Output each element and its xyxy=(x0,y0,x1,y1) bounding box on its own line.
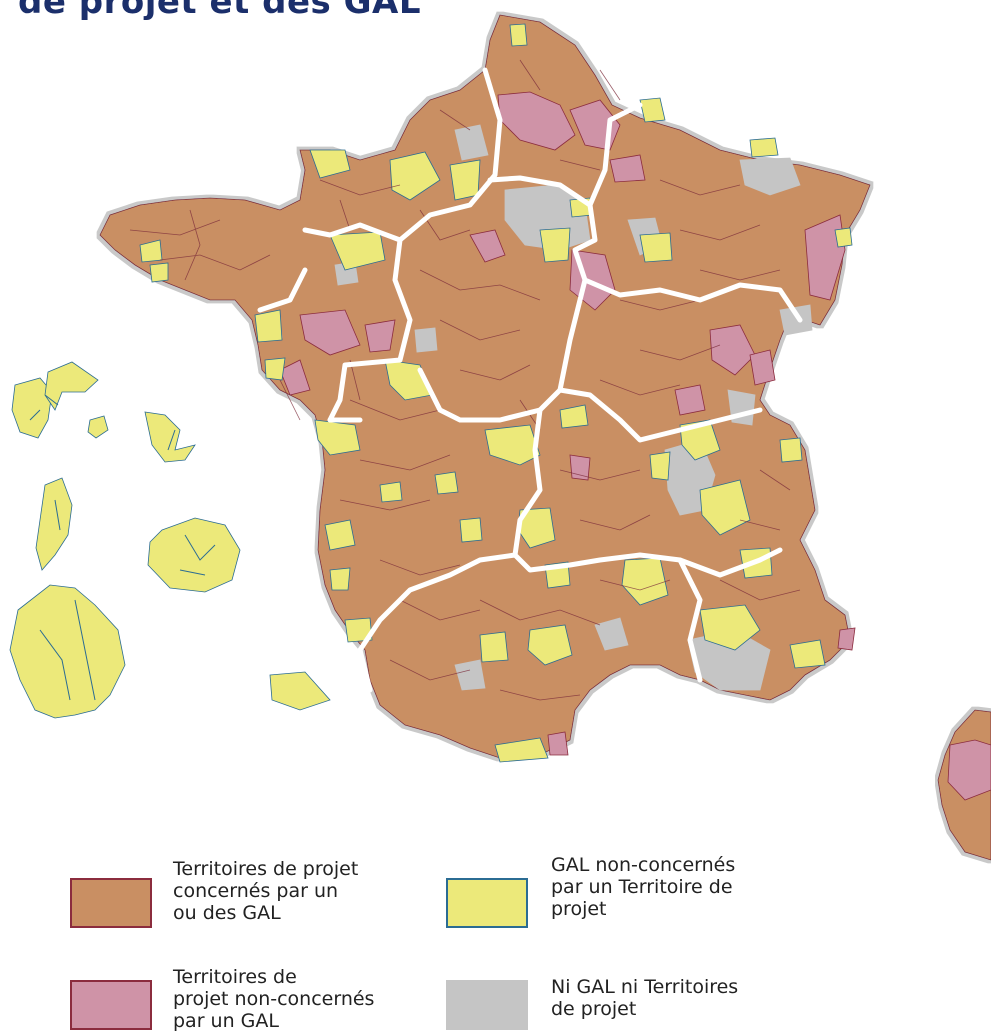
legend-swatch-tp-no-gal xyxy=(70,980,152,1030)
legend-line: par un GAL xyxy=(173,1010,279,1032)
map-zone xyxy=(834,227,853,248)
map-zone xyxy=(479,631,509,663)
map-zone xyxy=(699,479,751,536)
map-zone xyxy=(309,149,351,179)
gal-only-zones xyxy=(139,23,853,763)
map-zone xyxy=(329,567,351,591)
territory-lines xyxy=(129,59,801,701)
guadeloupe xyxy=(11,377,53,439)
map-zone xyxy=(364,319,396,353)
map-zone xyxy=(494,737,549,763)
map-zone xyxy=(739,157,801,196)
legend-swatch-none xyxy=(446,980,528,1030)
map-zone xyxy=(947,739,991,801)
map-zone xyxy=(329,231,386,271)
legend-line: projet xyxy=(551,898,607,920)
legend-label-none: Ni GAL ni Territoires de projet xyxy=(551,976,811,1020)
map-zone xyxy=(469,229,506,263)
legend-swatch-concerned xyxy=(70,878,152,928)
map-zone xyxy=(454,659,486,691)
map-zone xyxy=(379,481,403,503)
overseas-territories xyxy=(9,361,241,719)
legend-swatch-gal-only xyxy=(446,878,528,928)
map-zone xyxy=(414,327,438,353)
map-zone xyxy=(324,519,356,551)
map-zone xyxy=(609,154,646,183)
legend-line: Territoires de xyxy=(173,966,297,988)
map-zone xyxy=(527,624,573,666)
legend-label-tp-no-gal: Territoires de projet non-concernés par … xyxy=(173,966,433,1032)
no-gal-no-tp-zones xyxy=(259,124,813,691)
map-zone xyxy=(389,151,441,201)
guyane xyxy=(9,584,126,719)
martinique xyxy=(144,411,196,463)
map-zone xyxy=(87,415,109,439)
map-zone xyxy=(484,424,541,466)
map-zone xyxy=(649,451,671,481)
map-zone xyxy=(344,617,373,643)
legend-line: ou des GAL xyxy=(173,902,281,924)
map-zone xyxy=(509,23,528,47)
legend-label-gal-only: GAL non-concernés par un Territoire de p… xyxy=(551,854,811,920)
map-zone xyxy=(709,324,756,376)
map-zone xyxy=(749,137,779,158)
map-zone xyxy=(727,389,756,426)
legend-line: Ni GAL ni Territoires xyxy=(551,976,739,998)
map-zone xyxy=(44,361,99,411)
tp-no-gal-zones xyxy=(279,91,856,756)
legend-line: par un Territoire de xyxy=(551,876,733,898)
map-zone xyxy=(314,419,361,456)
map-zone xyxy=(639,97,666,123)
legend-line: Territoires de projet xyxy=(173,858,359,880)
map-zone xyxy=(454,124,489,161)
legend-line: GAL non-concernés xyxy=(551,854,736,876)
map-zone xyxy=(837,627,856,651)
map-zone xyxy=(594,617,629,651)
legend-line: projet non-concernés xyxy=(173,988,375,1010)
map-zone xyxy=(559,404,589,429)
legend-line: de projet xyxy=(551,998,637,1020)
map-zone xyxy=(789,639,826,669)
map-zone xyxy=(547,731,569,756)
map-zone xyxy=(539,227,571,263)
map-zone xyxy=(699,604,761,651)
map-zone xyxy=(674,384,706,416)
reunion xyxy=(147,517,241,593)
map-zone xyxy=(449,159,481,201)
map-zone xyxy=(299,309,361,356)
map-zone xyxy=(264,357,286,381)
map-zone xyxy=(749,349,776,386)
map-zone xyxy=(459,517,483,543)
map-zone xyxy=(497,91,576,151)
region-borders xyxy=(257,67,803,693)
legend-line: concernés par un xyxy=(173,880,339,902)
mayotte xyxy=(35,477,73,571)
map-zone xyxy=(279,359,311,396)
map-zone xyxy=(779,304,813,336)
map-zone xyxy=(434,471,459,495)
map-zone xyxy=(639,232,673,263)
map-title: de projet et des GAL xyxy=(18,0,422,22)
map-zone xyxy=(254,309,283,343)
map-zone xyxy=(269,671,331,711)
map-zone xyxy=(804,214,846,301)
map-zone xyxy=(779,437,803,463)
map-zone xyxy=(569,454,591,481)
map-zone xyxy=(149,262,169,283)
legend-label-concerned: Territoires de projet concernés par un o… xyxy=(173,858,433,924)
